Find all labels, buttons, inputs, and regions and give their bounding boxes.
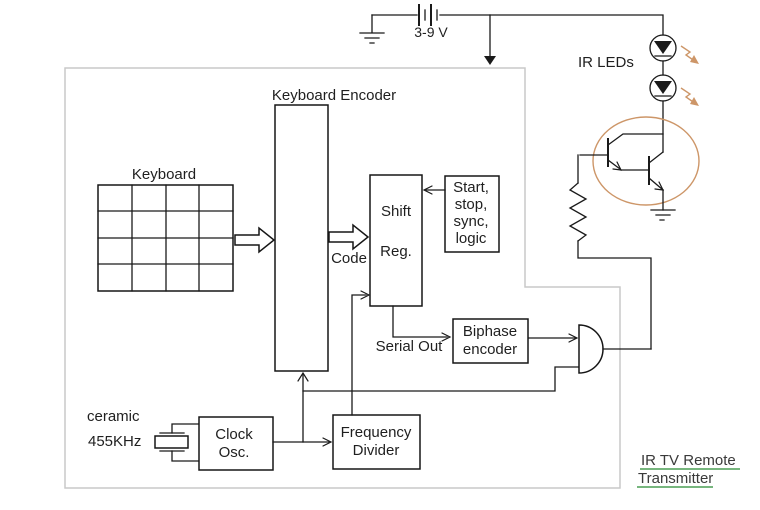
biphase-label: Biphase [463, 323, 517, 340]
battery-label: 3-9 V [414, 24, 448, 40]
arrowhead-icon [297, 371, 309, 382]
title-line: Transmitter [638, 470, 713, 487]
transistor-icon [648, 151, 665, 211]
crystal-icon [154, 423, 200, 462]
power-arrow-icon [484, 56, 496, 65]
arrowhead-icon [360, 290, 371, 300]
block-arrow-icon [234, 226, 276, 254]
frequency-divider-box [332, 414, 421, 470]
start-logic-label: sync, [453, 213, 488, 230]
and-gate [302, 324, 652, 392]
keyboard-section: Keyboard Keyboard Encoder Code [97, 87, 396, 372]
power-supply: 3-9 V [359, 4, 664, 65]
arrowhead-icon [422, 185, 433, 195]
keyboard-grid-lines [97, 184, 234, 292]
biphase-encoder-box [452, 318, 529, 364]
keyboard-label: Keyboard [132, 166, 196, 183]
serial-section: Serial Out Biphase encoder [376, 305, 529, 364]
led-icon [649, 74, 677, 102]
and-gate-icon [578, 324, 604, 374]
keyboard-encoder-box [274, 104, 329, 372]
ir-led-chain: IR LEDs [578, 34, 699, 153]
wire-clock-to-gate [302, 366, 580, 392]
diagram-frame [64, 67, 621, 489]
diagram-title: IR TV Remote Transmitter [637, 452, 740, 488]
frequency-divider-label: Frequency [341, 424, 412, 441]
shift-register-section: Shift Reg. Start, stop, sync, logic [369, 174, 500, 307]
block-arrow-icon [328, 223, 370, 251]
clock-osc-box [198, 416, 274, 471]
wire-divider-to-shift [351, 294, 367, 416]
led-icon [649, 34, 677, 62]
ir-leds-label: IR LEDs [578, 54, 634, 71]
start-logic-box [444, 175, 500, 253]
ir-emission-arrow-icon [680, 45, 699, 64]
driver-stage [568, 116, 700, 350]
clock-osc-label: Clock [215, 426, 253, 443]
arrowhead-icon [568, 333, 579, 343]
biphase-label: encoder [463, 341, 517, 358]
arrowhead-icon [322, 437, 333, 447]
wire-supply-rail [439, 14, 664, 36]
ir-emission-arrow-icon [680, 87, 699, 106]
frequency-divider-label: Divider [353, 442, 400, 459]
arrowhead-icon [441, 332, 452, 342]
wire-base-drive [577, 240, 652, 350]
clock-osc-label: Osc. [219, 444, 250, 461]
shift-reg-label: Shift [381, 203, 412, 220]
serial-out-label: Serial Out [376, 338, 444, 355]
ground-icon [650, 209, 676, 221]
battery-icon [418, 4, 438, 26]
title-line: IR TV Remote [641, 452, 736, 469]
start-logic-label: logic [456, 230, 487, 247]
ground-icon [359, 14, 385, 44]
crystal-label: ceramic [87, 408, 140, 425]
shift-reg-box [369, 174, 423, 307]
highlight-ellipse [592, 116, 700, 206]
wire-serial-out [392, 305, 448, 338]
transistor-icon [579, 133, 664, 171]
start-logic-label: stop, [455, 196, 488, 213]
start-logic-label: Start, [453, 179, 489, 196]
resistor-icon [568, 154, 588, 242]
shift-reg-label: Reg. [380, 243, 412, 260]
keyboard-encoder-label: Keyboard Encoder [272, 87, 396, 104]
clock-section: ceramic 455KHz Clock Osc. Frequency Divi… [87, 290, 421, 471]
code-label: Code [331, 250, 367, 267]
crystal-label: 455KHz [88, 433, 141, 450]
